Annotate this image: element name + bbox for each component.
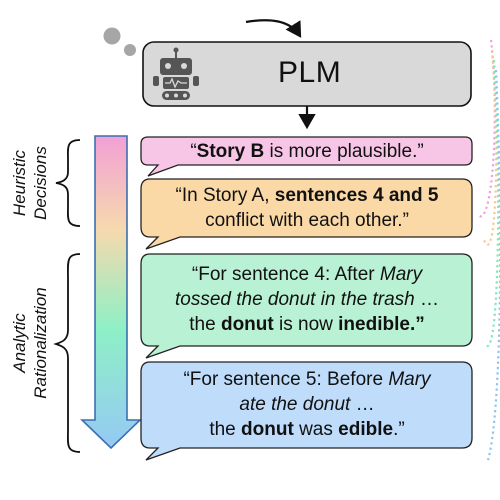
- bubble-plausibility-text: “Story B is more plausible.”: [146, 139, 468, 164]
- bubble-text-run: conflict with each other.”: [205, 210, 409, 231]
- plm-label: PLM: [278, 56, 342, 89]
- bubble-text-run: ate the donut: [239, 394, 351, 415]
- bubble-sentence-5: [140, 361, 473, 461]
- analytic-label-line-2: Rationalization: [31, 287, 50, 399]
- heuristic-brace: [55, 139, 81, 227]
- bubble-text-run: …: [414, 289, 440, 310]
- bubble-text-run: Story B: [196, 141, 265, 162]
- heuristic-decisions-label: Heuristic Decisions: [9, 123, 51, 243]
- bubble-text-run: “For sentence 5: Before: [183, 369, 389, 390]
- bubble-text-run: “: [190, 141, 197, 162]
- bubble-text-line: ate the donut …: [146, 392, 468, 417]
- heuristic-label-line-2: Decisions: [31, 146, 50, 220]
- bubble-text-line: conflict with each other.”: [146, 208, 468, 233]
- bubble-text-run: is now: [273, 314, 339, 335]
- bubble-plausibility: [140, 136, 473, 177]
- bubble-text-run: .”: [393, 419, 405, 440]
- bubble-text-line: “For sentence 5: Before Mary: [146, 367, 468, 392]
- thought-dot-small: [124, 44, 136, 56]
- analytic-label-line-1: Analytic: [10, 313, 29, 373]
- dotted-link-blue: [486, 69, 500, 461]
- analytic-rationalization-label: Analytic Rationalization: [9, 263, 51, 423]
- bubble-text-run: donut: [220, 314, 274, 335]
- bubble-text-line: tossed the donut in the trash …: [146, 287, 468, 312]
- bubble-text-run: donut: [241, 419, 294, 440]
- bubble-text-line: “Story B is more plausible.”: [146, 139, 468, 164]
- gradient-down-arrow: [80, 135, 142, 450]
- bubble-text-run: the: [189, 314, 221, 335]
- bubble-text-line: “In Story A, sentences 4 and 5: [146, 183, 468, 208]
- bubble-text-run: the: [209, 419, 242, 440]
- dotted-link-green: [485, 59, 500, 348]
- bubble-conflict: [140, 178, 473, 250]
- heuristic-label-line-1: Heuristic: [10, 149, 29, 217]
- bubble-text-line: “For sentence 4: After Mary: [146, 262, 468, 287]
- analytic-brace: [53, 253, 81, 453]
- bubble-text-run: tossed the donut in the trash: [174, 289, 415, 310]
- bubble-text-run: Mary: [379, 264, 423, 285]
- robot-icon: [153, 47, 199, 100]
- bubble-text-run: “In Story A,: [175, 185, 275, 206]
- bubble-text-run: “For sentence 4: After: [191, 264, 380, 285]
- bubble-text-run: edible: [338, 419, 394, 440]
- bubble-text-run: was: [293, 419, 339, 440]
- bubble-text-line: the donut was edible.”: [146, 417, 468, 442]
- bubble-sentence-4: [140, 253, 473, 359]
- input-arrow: [245, 19, 302, 38]
- thought-dot-large: [103, 27, 121, 45]
- bubble-text-run: inedible.”: [338, 314, 425, 335]
- bubble-text-run: …: [350, 394, 375, 415]
- bubble-text-run: is more plausible.”: [264, 141, 424, 162]
- bubble-text-run: Mary: [388, 369, 431, 390]
- bubble-text-line: the donut is now inedible.”: [146, 312, 468, 337]
- bubble-text-run: sentences 4 and 5: [274, 185, 439, 206]
